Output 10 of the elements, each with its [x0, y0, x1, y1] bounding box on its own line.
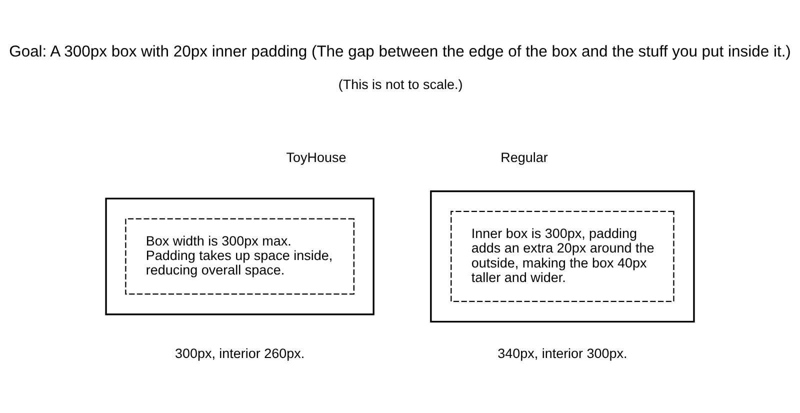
cluster — [430, 190, 695, 322]
node-box: Inner box is 300px, padding adds an extra 20px around the outside, making the box 40px taller and wider. — [450, 210, 674, 302]
cluster — [105, 197, 374, 315]
label: (This is not to scale.) — [338, 76, 463, 92]
node-box: Box width is 300px max. Padding takes up space inside, reducing overall space. — [125, 218, 354, 294]
label: Regular — [500, 150, 548, 165]
node-label: 340px, interior 300px. — [498, 345, 628, 360]
label: ToyHouse — [286, 150, 346, 165]
diagram-title: Goal: A 300px box with 20px inner padding (The gap between the edge of the box and the stuff you put inside it.) — [9, 43, 791, 60]
node-label: 300px, interior 260px. — [174, 345, 305, 360]
